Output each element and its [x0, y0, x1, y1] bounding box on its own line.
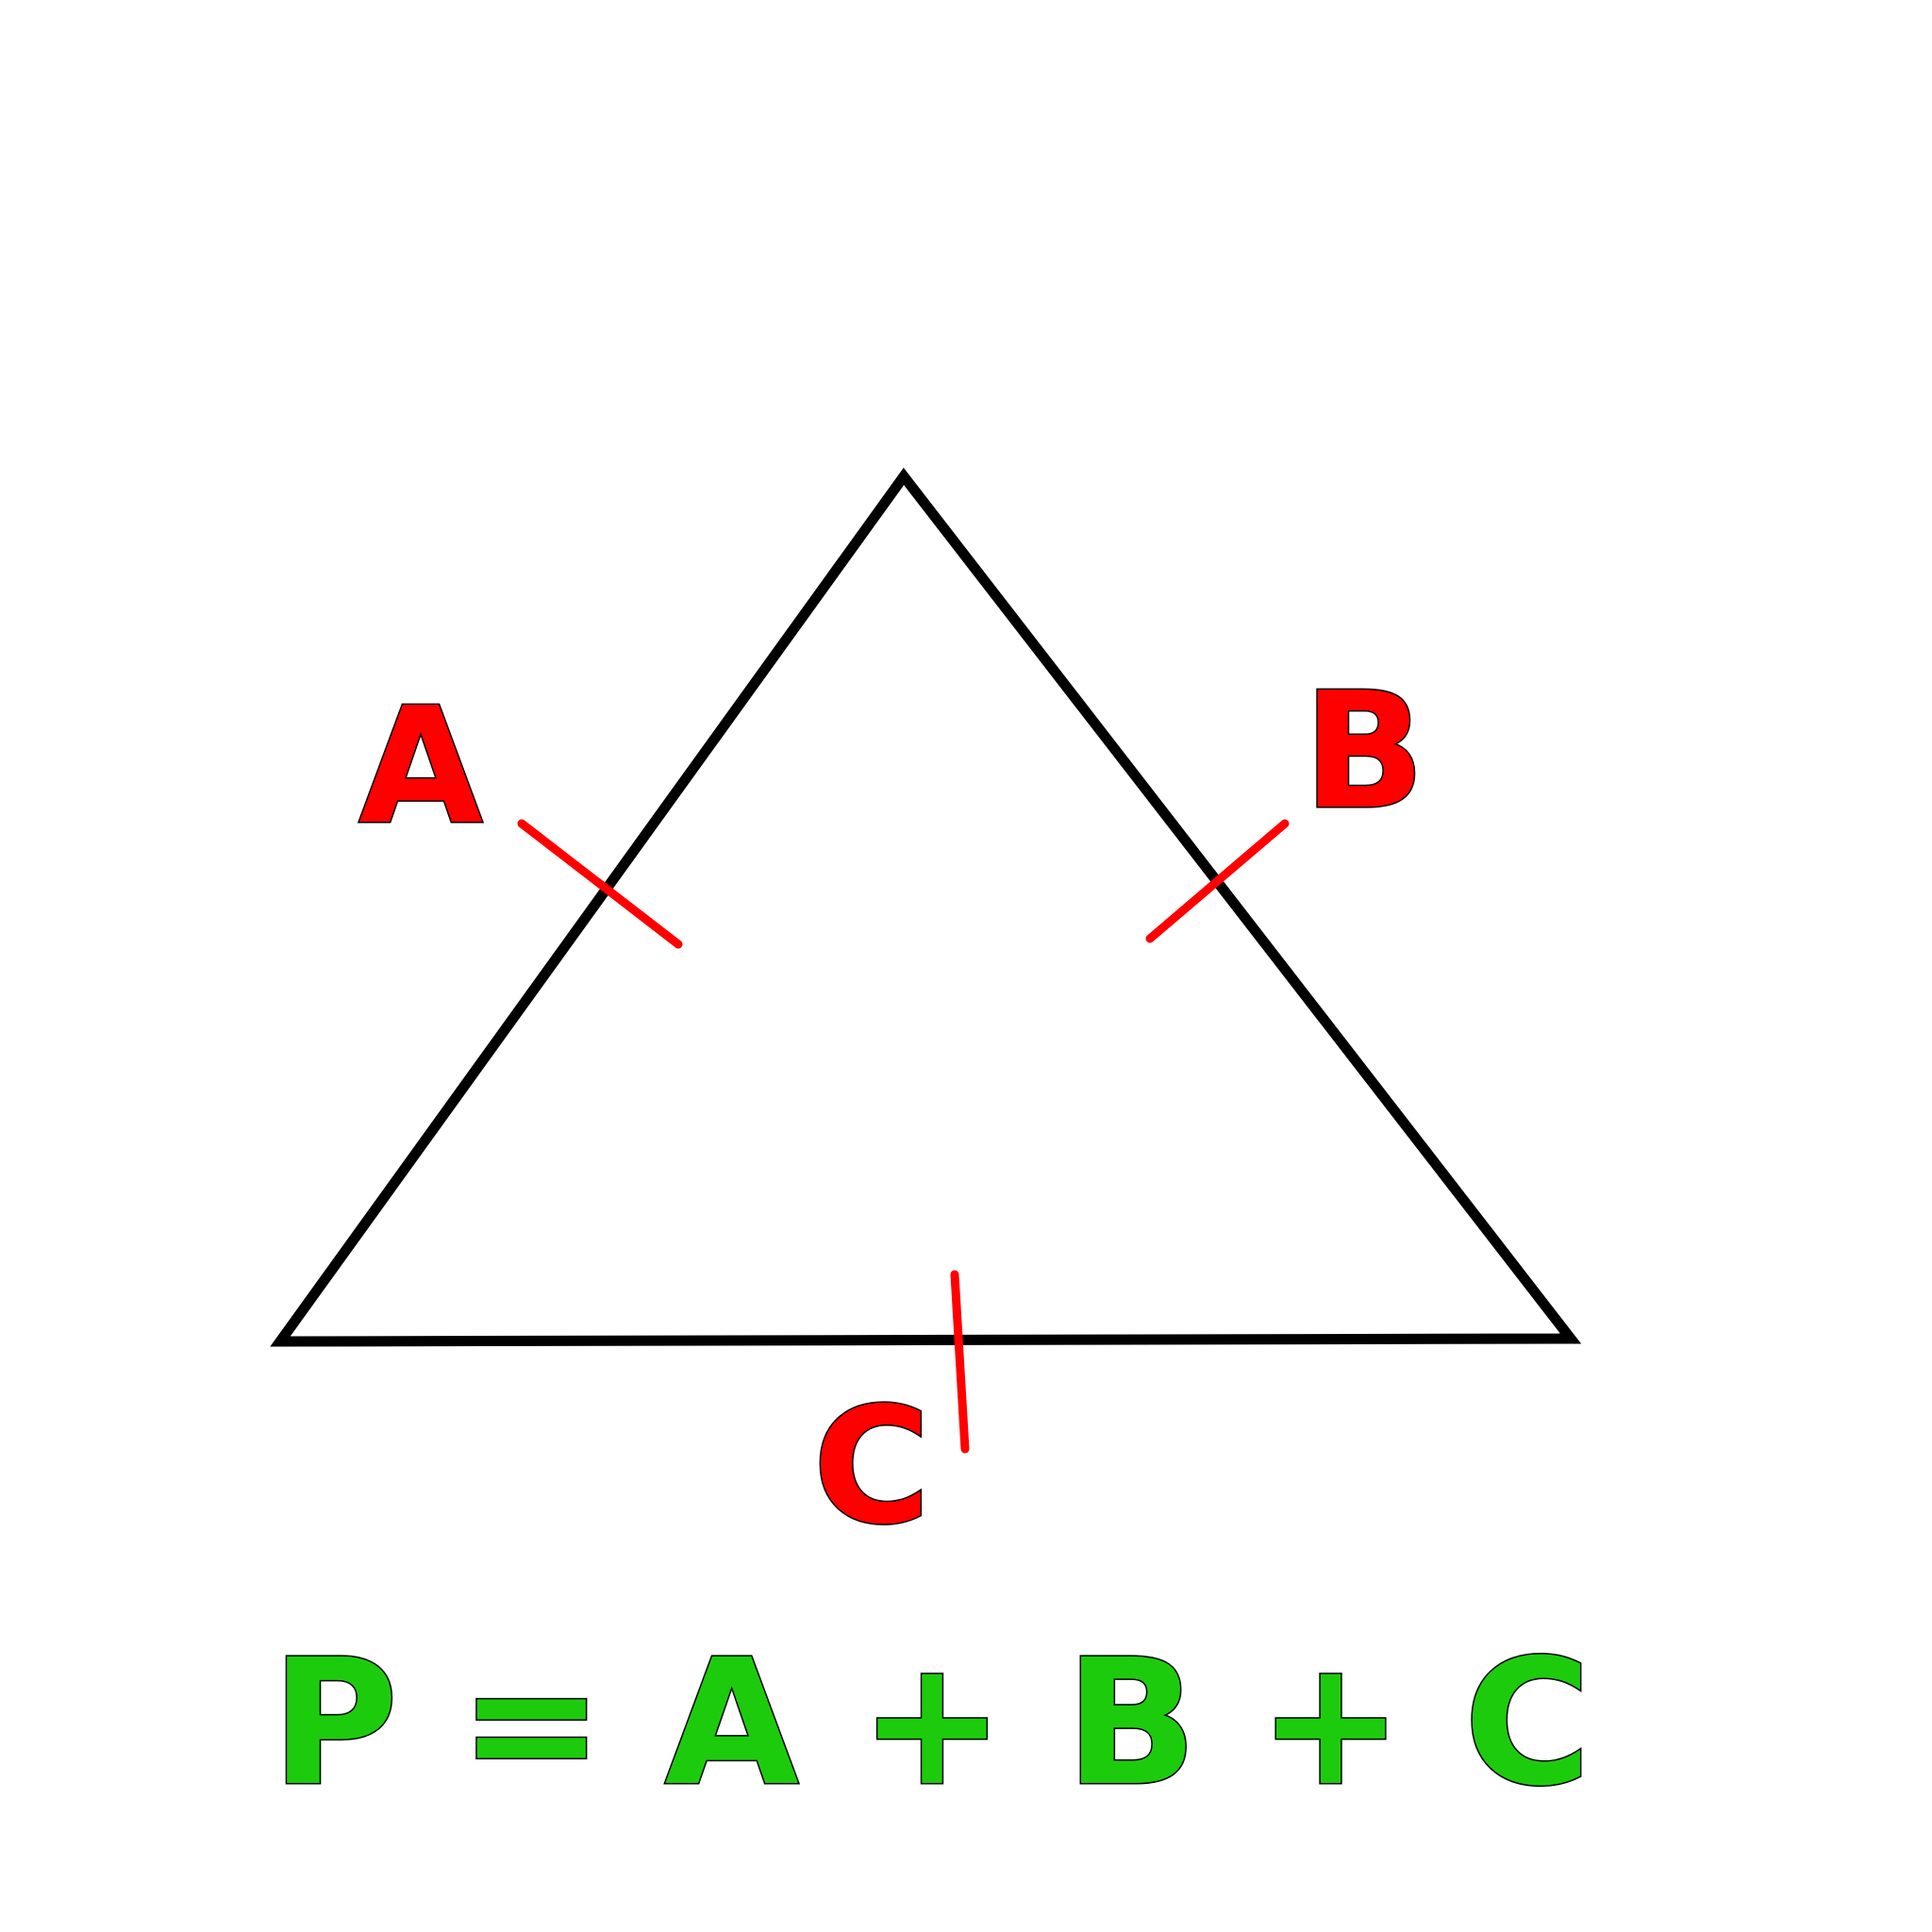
side-a-label: A: [358, 674, 483, 860]
side-c-label: C: [813, 1374, 931, 1560]
triangle-outline: [270, 467, 1582, 1347]
side-c-tick: [950, 1270, 970, 1454]
side-a-tick: [517, 819, 683, 949]
side-b-label: B: [1303, 658, 1425, 845]
side-b-tick: [1145, 819, 1290, 943]
perimeter-formula: P = A + B + C: [271, 1623, 1591, 1824]
